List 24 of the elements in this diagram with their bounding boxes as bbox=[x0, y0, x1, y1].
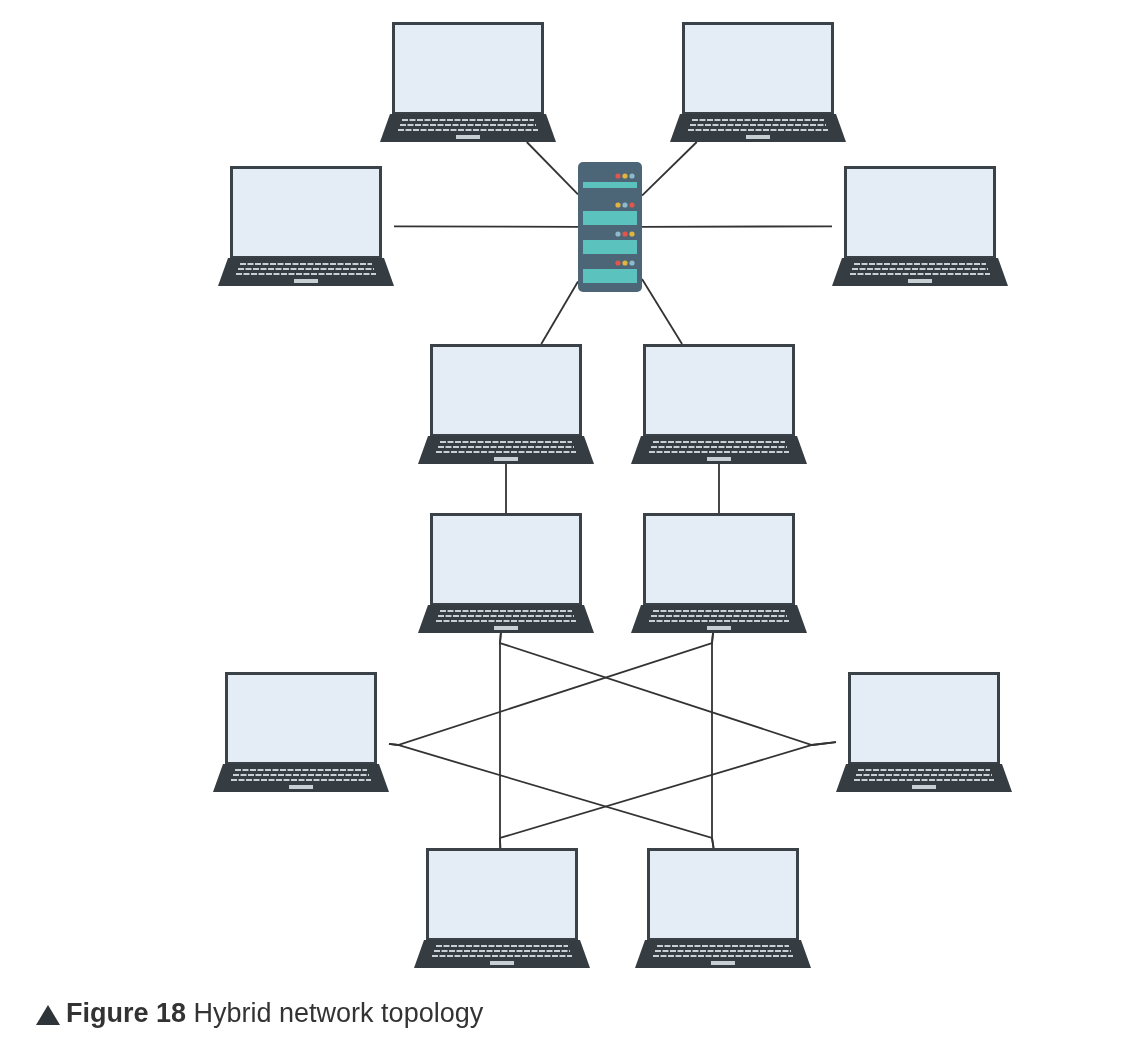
connector-line bbox=[641, 141, 698, 197]
connector-line bbox=[540, 280, 579, 345]
connector-line bbox=[525, 141, 579, 196]
connector-line bbox=[718, 463, 720, 514]
laptop-icon bbox=[213, 672, 389, 792]
connector-line bbox=[641, 225, 833, 228]
laptop-icon bbox=[414, 848, 590, 968]
connector-line bbox=[393, 225, 579, 228]
laptop-icon bbox=[418, 344, 594, 464]
figure-caption: Figure 18 Hybrid network topology bbox=[66, 998, 484, 1029]
laptop-icon bbox=[631, 513, 807, 633]
laptop-icon bbox=[832, 166, 1008, 286]
laptop-icon bbox=[670, 22, 846, 142]
connector-line bbox=[505, 463, 507, 514]
connector-line bbox=[499, 741, 837, 849]
connector-line bbox=[641, 278, 683, 345]
laptop-icon bbox=[418, 513, 594, 633]
laptop-icon bbox=[631, 344, 807, 464]
laptop-icon bbox=[380, 22, 556, 142]
connector-line bbox=[388, 742, 715, 849]
server-icon bbox=[578, 162, 642, 292]
laptop-icon bbox=[635, 848, 811, 968]
laptop-icon bbox=[218, 166, 394, 286]
laptop-icon bbox=[836, 672, 1012, 792]
